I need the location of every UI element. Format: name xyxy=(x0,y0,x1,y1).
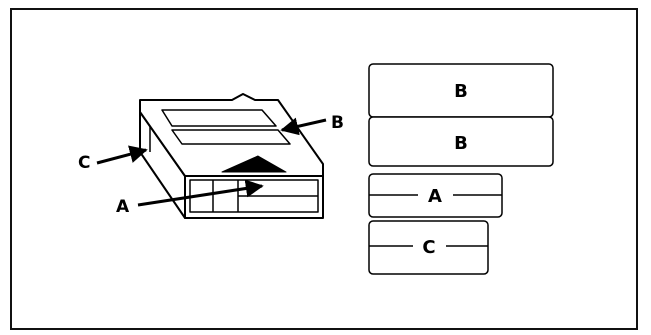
svg-text:B: B xyxy=(454,81,468,102)
arrow-b xyxy=(280,117,327,136)
top-label-strip-2 xyxy=(171,129,291,145)
callout-c: C xyxy=(78,153,90,173)
arrow-c xyxy=(96,145,148,165)
label-c: C xyxy=(368,220,489,275)
callout-a: A xyxy=(116,197,130,217)
callout-b: B xyxy=(331,113,344,133)
top-label-strip-1 xyxy=(161,109,277,127)
label-b-bottom: B xyxy=(368,116,554,167)
svg-text:B: B xyxy=(454,133,468,154)
cartridge-notch xyxy=(140,93,278,101)
label-b-top: B xyxy=(368,63,554,118)
svg-text:A: A xyxy=(428,186,442,207)
arrow-a xyxy=(137,179,264,207)
write-protect-triangle xyxy=(221,155,287,173)
label-a: A xyxy=(368,173,503,218)
svg-text:C: C xyxy=(422,237,435,258)
